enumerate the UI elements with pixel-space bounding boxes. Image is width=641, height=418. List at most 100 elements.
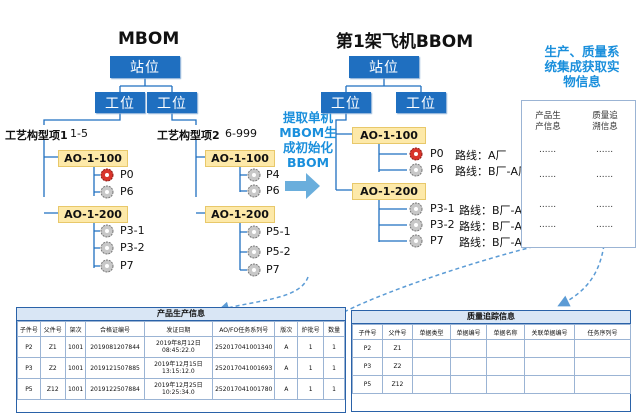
column-header: 数量 — [323, 321, 345, 337]
column-header: 单据类型 — [412, 324, 451, 340]
table-cell: Z1 — [382, 339, 413, 358]
production-table: 产品生产信息 子件号 父件号 架次 合格证编号 发证日期 AO/FO任务系列号 … — [16, 307, 346, 413]
quality-table-title: 质量追踪信息 — [352, 311, 630, 324]
table-cell: 2019121507885 — [85, 357, 145, 379]
table-cell: 1 — [323, 357, 345, 379]
info-dots: ...... — [539, 220, 557, 230]
table-cell — [524, 375, 575, 394]
part-label: P6 — [430, 163, 444, 176]
info-dots: ...... — [596, 145, 614, 155]
table-cell — [412, 339, 451, 358]
table-row: P2 Z1 1001 2019081207844 2019年8月12日 08:4… — [17, 336, 345, 358]
part-label: P5-2 — [266, 245, 291, 258]
table-row: P5 Z12 — [352, 375, 631, 394]
table-cell: 2019年12月15日 13:15:12.0 — [143, 357, 214, 379]
info-panel-col-production: 产品生 产信息 — [528, 111, 568, 133]
route-label: 路线：B厂-A厂 — [459, 236, 534, 249]
part-label: P5-1 — [266, 225, 291, 238]
table-cell: 1001 — [64, 378, 87, 400]
info-dots: ...... — [596, 220, 614, 230]
process-item-label-2: 工艺构型项2 — [157, 129, 220, 142]
quality-table-grid: 子件号 父件号 单据类型 单据编号 单据名称 关联单据编号 任务序列号 P2 Z… — [352, 324, 631, 394]
table-row: P3 Z2 — [352, 357, 631, 376]
column-header: 合格证编号 — [85, 321, 145, 337]
gear-icon — [100, 241, 114, 255]
gear-icon — [247, 168, 261, 182]
mbom-ao-1-100-right: AO-1-100 — [205, 150, 275, 167]
process-item-range-1: 1-5 — [70, 127, 88, 140]
table-cell — [524, 357, 575, 376]
gear-icon — [409, 202, 423, 216]
column-header: 架次 — [64, 321, 87, 337]
extract-bbom-text: 提取单机 MBOM生 成初始化 BBOM — [278, 110, 338, 170]
part-label: P3-1 — [430, 202, 455, 215]
table-cell: 2019年8月12日 08:45:22.0 — [143, 336, 214, 358]
mbom-station-box: 站位 — [110, 56, 180, 78]
table-cell — [412, 375, 451, 394]
info-dots: ...... — [596, 200, 614, 210]
column-header: 任务序列号 — [574, 324, 631, 340]
table-cell: 1001 — [64, 357, 87, 379]
table-cell: P3 — [352, 357, 383, 376]
part-label: P7 — [430, 234, 444, 247]
table-row: P2 Z1 — [352, 339, 631, 358]
part-label: P6 — [120, 185, 134, 198]
bbom-workstation-box-1: 工位 — [321, 92, 371, 113]
mbom-ao-1-100-left: AO-1-100 — [58, 150, 128, 167]
table-cell: A — [274, 336, 299, 358]
table-cell: 2019122507884 — [85, 378, 145, 400]
column-header: 单据名称 — [486, 324, 525, 340]
part-label: P7 — [120, 259, 134, 272]
part-label: P6 — [266, 184, 280, 197]
table-cell: 2019年12月25日 10:25:34.0 — [143, 378, 214, 400]
table-cell: Z1 — [39, 336, 66, 358]
column-header: 子件号 — [352, 324, 383, 340]
column-header: AO/FO任务系列号 — [212, 321, 276, 337]
production-table-title: 产品生产信息 — [17, 308, 345, 321]
column-header: 关联单据编号 — [524, 324, 575, 340]
mbom-ao-1-200-right: AO-1-200 — [205, 206, 275, 223]
table-cell — [450, 357, 487, 376]
gear-icon — [409, 147, 423, 161]
integration-text: 生产、质量系 统集成获取实 物信息 — [528, 44, 636, 89]
mbom-workstation-box-2: 工位 — [147, 92, 197, 113]
table-cell: 252017041001780 — [212, 378, 276, 400]
bbom-ao-1-200: AO-1-200 — [352, 183, 426, 200]
process-item-range-2: 6-999 — [225, 127, 257, 140]
production-table-header: 子件号 父件号 架次 合格证编号 发证日期 AO/FO任务系列号 版次 炉批号 … — [17, 321, 345, 337]
gear-icon — [247, 263, 261, 277]
table-cell — [574, 357, 631, 376]
gear-icon — [409, 218, 423, 232]
gear-icon — [409, 163, 423, 177]
route-label: 路线：A厂 — [455, 149, 507, 162]
mbom-ao-1-200-left: AO-1-200 — [58, 206, 128, 223]
table-cell — [486, 357, 525, 376]
gear-icon — [100, 259, 114, 273]
table-cell: 1 — [297, 357, 325, 379]
gear-icon — [100, 224, 114, 238]
info-dots: ...... — [539, 145, 557, 155]
extract-bbom-text-line: MBOM生 — [279, 125, 337, 140]
extract-bbom-text-line: 成初始化 — [282, 140, 333, 155]
column-header: 发证日期 — [143, 321, 214, 337]
table-row: P5 Z12 1001 2019122507884 2019年12月25日 10… — [17, 378, 345, 400]
table-cell — [574, 339, 631, 358]
process-item-label-1: 工艺构型项1 — [5, 129, 68, 142]
table-cell — [486, 339, 525, 358]
info-panel-col-text: 产品生 — [535, 111, 561, 121]
info-dots: ...... — [596, 170, 614, 180]
bbom-station-box: 站位 — [349, 56, 419, 78]
table-cell: A — [274, 378, 299, 400]
route-label: 路线：B厂-A厂 — [459, 220, 534, 233]
table-cell — [450, 339, 487, 358]
table-cell: 252017041001340 — [212, 336, 276, 358]
table-cell: 2019081207844 — [85, 336, 145, 358]
table-cell: 1 — [297, 378, 325, 400]
gear-icon — [247, 184, 261, 198]
table-cell — [574, 375, 631, 394]
table-cell: P5 — [352, 375, 383, 394]
table-cell: 1 — [297, 336, 325, 358]
table-cell — [486, 375, 525, 394]
quality-table: 质量追踪信息 子件号 父件号 单据类型 单据编号 单据名称 关联单据编号 任务序… — [351, 310, 631, 412]
